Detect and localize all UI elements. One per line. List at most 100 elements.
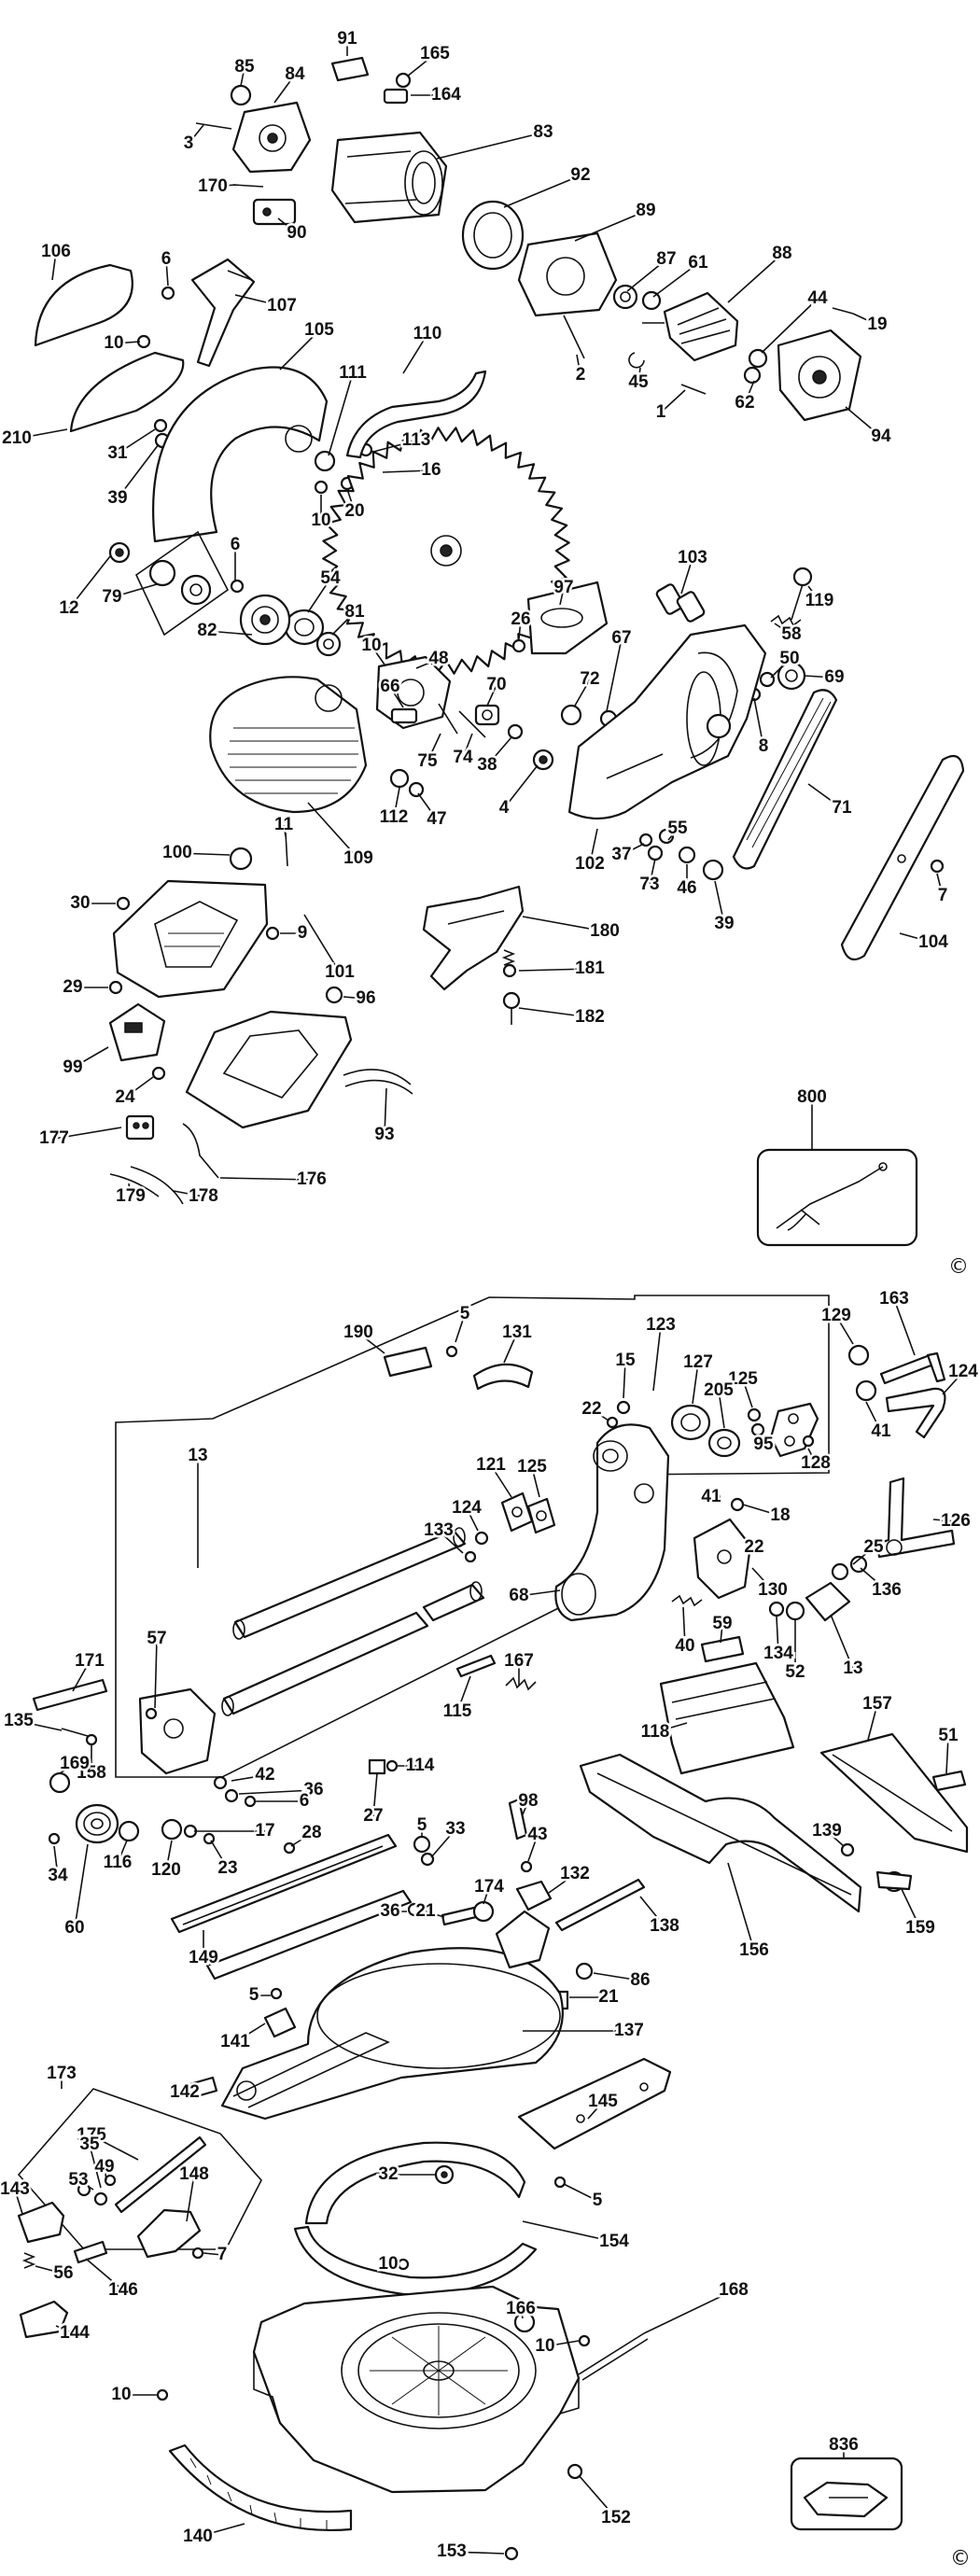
leader-line-177 xyxy=(53,1127,122,1140)
part-27-nut xyxy=(244,1795,257,1808)
part-61-washer xyxy=(641,290,662,311)
callout-10: 10 xyxy=(311,511,330,530)
part-13-screw xyxy=(802,1435,815,1448)
leader-line-70 xyxy=(486,684,497,707)
callout-128: 128 xyxy=(801,1453,831,1473)
part-145-rod xyxy=(114,2135,207,2214)
callout-125: 125 xyxy=(517,1457,547,1477)
part-205-washer xyxy=(606,1416,619,1429)
callout-152: 152 xyxy=(601,2508,631,2527)
leader-line-54 xyxy=(307,578,331,613)
part-95-wrench xyxy=(885,1387,946,1439)
part-32-bolt xyxy=(434,2164,455,2185)
callout-54: 54 xyxy=(320,568,341,588)
leader-line-93 xyxy=(384,1087,387,1136)
part-148-bracket xyxy=(136,2208,202,2259)
part-51-washer xyxy=(85,1733,98,1746)
part-37-screw xyxy=(638,833,653,847)
callout-19: 19 xyxy=(867,315,887,334)
leader-line-134 xyxy=(776,1616,779,1655)
callout-46: 46 xyxy=(677,878,696,898)
leader-line-87 xyxy=(626,259,667,292)
part-13-bracket xyxy=(138,1687,217,1775)
leader-line-133 xyxy=(438,1530,464,1554)
callout-73: 73 xyxy=(639,875,659,894)
part-1-key xyxy=(680,384,707,395)
part-5-screw xyxy=(445,1345,458,1358)
part-39-washer-b xyxy=(702,859,724,881)
leader-line-22 xyxy=(591,1408,609,1421)
callout-118: 118 xyxy=(641,1722,670,1742)
callout-205: 205 xyxy=(704,1380,734,1400)
callout-165: 165 xyxy=(420,44,450,63)
part-89-field-coil xyxy=(517,231,618,317)
leader-line-53 xyxy=(77,2179,94,2191)
leader-line-56 xyxy=(35,2265,64,2275)
leader-line-98 xyxy=(522,1800,529,1815)
callout-154: 154 xyxy=(599,2232,629,2251)
leader-line-27 xyxy=(372,1772,378,1817)
leader-line-163 xyxy=(893,1298,916,1356)
part-176-wiring xyxy=(182,1123,219,1179)
callout-34: 34 xyxy=(48,1866,68,1885)
part-168-rod xyxy=(578,2332,649,2381)
leader-line-75 xyxy=(427,733,441,763)
leader-line-136 xyxy=(860,1567,888,1591)
leader-line-141 xyxy=(234,2023,266,2043)
leader-line-41 xyxy=(865,1401,882,1433)
part-4-bolt xyxy=(532,749,554,771)
part-92-ring xyxy=(461,200,525,271)
part-127-plate xyxy=(769,1402,819,1458)
part-138-rod xyxy=(554,1878,646,1932)
part-130-slide-housing xyxy=(554,1423,670,1622)
leader-line-45 xyxy=(637,367,641,384)
part-42-washer xyxy=(49,1771,71,1794)
callout-175: 175 xyxy=(77,2125,106,2145)
part-144-lever xyxy=(19,2300,69,2339)
part-54-flange xyxy=(284,609,325,646)
leader-line-37 xyxy=(621,843,645,856)
part-99-switch xyxy=(108,1002,166,1062)
part-58-spring xyxy=(770,614,802,627)
part-97-bracket xyxy=(526,581,609,655)
leader-line-48 xyxy=(415,658,440,669)
callout-158: 158 xyxy=(77,1763,106,1783)
leader-line-42 xyxy=(231,1774,266,1782)
leader-line-40 xyxy=(682,1606,686,1647)
callout-41: 41 xyxy=(701,1487,721,1506)
callout-36: 36 xyxy=(380,1901,399,1921)
leader-line-165 xyxy=(406,53,436,77)
leader-line-36 xyxy=(238,1789,315,1795)
leader-line-103 xyxy=(680,557,693,595)
leader-line-33 xyxy=(430,1828,456,1858)
leader-line-23 xyxy=(210,1840,229,1869)
part-116-washer xyxy=(118,1820,140,1842)
leader-line-18 xyxy=(742,1504,781,1517)
part-102-arm xyxy=(567,623,767,820)
callout-104: 104 xyxy=(918,932,948,952)
part-59-spring xyxy=(671,1594,703,1607)
part-141-clamp xyxy=(263,2007,297,2038)
part-106-cover xyxy=(34,263,133,347)
callout-113: 113 xyxy=(402,430,431,450)
leader-line-182 xyxy=(518,1007,591,1018)
callout-115: 115 xyxy=(443,1701,472,1721)
leader-line-10 xyxy=(544,2340,580,2347)
callout-139: 139 xyxy=(812,1821,842,1841)
part-86-screw xyxy=(575,1962,594,1981)
leader-line-166 xyxy=(520,2308,524,2319)
leader-line-154 xyxy=(522,2220,615,2243)
callout-1: 1 xyxy=(656,402,666,422)
leader-line-159 xyxy=(901,1888,921,1929)
part-158-fence xyxy=(819,1732,969,1854)
part-34-washer xyxy=(420,1852,435,1867)
callout-171: 171 xyxy=(75,1651,105,1671)
leader-line-124 xyxy=(942,1371,964,1395)
callout-164: 164 xyxy=(431,85,461,105)
leader-line-8 xyxy=(753,697,764,748)
part-124-plate-b xyxy=(526,1497,556,1534)
callout-159: 159 xyxy=(905,1918,935,1938)
part-140-scale xyxy=(168,2443,353,2531)
leader-line-116 xyxy=(117,1840,128,1864)
leader-line-96 xyxy=(343,996,367,1000)
